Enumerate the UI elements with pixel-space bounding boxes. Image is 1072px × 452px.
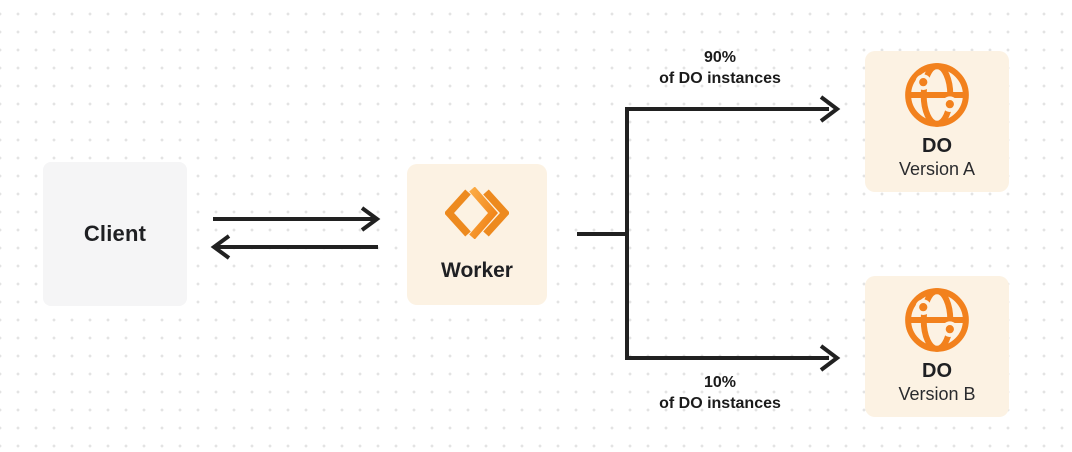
do-a-subtitle: Version A	[898, 159, 976, 179]
cloudflare-workers-icon	[445, 186, 509, 239]
worker-label: Worker	[441, 258, 513, 282]
client-node: Client	[43, 162, 187, 306]
durable-object-globe-icon	[905, 63, 969, 127]
do-version-a-node: DO Version A	[865, 51, 1009, 192]
do-a-title: DO	[922, 135, 952, 157]
worker-to-client-arrow	[210, 234, 378, 260]
client-to-worker-arrow	[213, 206, 381, 232]
worker-node: Worker	[407, 164, 547, 305]
edge-label-90-line1: 90%	[703, 49, 737, 66]
client-label: Client	[83, 221, 147, 246]
durable-object-globe-icon	[905, 288, 969, 352]
do-version-b-node: DO Version B	[865, 276, 1009, 417]
edge-label-10-percent: 10% of DO instances	[610, 372, 830, 414]
do-b-subtitle: Version B	[898, 384, 976, 404]
edge-label-90-percent: 90% of DO instances	[610, 47, 830, 89]
edge-label-10-line2: of DO instances	[659, 395, 781, 412]
do-b-title: DO	[922, 360, 952, 382]
edge-label-10-line1: 10%	[703, 374, 737, 391]
edge-label-90-line2: of DO instances	[659, 70, 781, 87]
worker-branch-lines	[577, 95, 841, 372]
